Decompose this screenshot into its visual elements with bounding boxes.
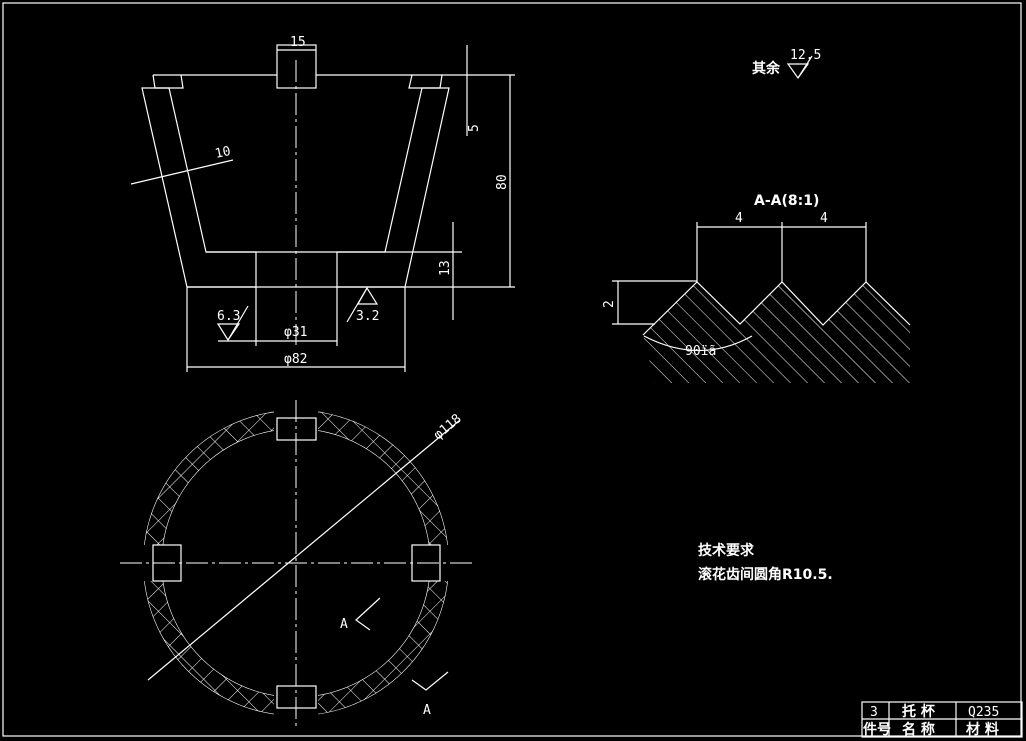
section-title: A-A(8:1): [754, 193, 819, 209]
dim-hole: φ31: [284, 325, 307, 340]
part-number: 3: [870, 705, 878, 720]
part-material: Q235: [968, 705, 999, 720]
header-number: 件号: [863, 721, 891, 738]
roughness-right: 3.2: [356, 309, 379, 324]
dim-height: 80: [495, 174, 510, 190]
dim-pitch-1: 4: [735, 211, 743, 226]
part-name: 托 杯: [902, 703, 936, 720]
section-mark-bottom: A: [423, 703, 431, 718]
front-section-view: [130, 44, 515, 372]
tech-requirements-title: 技术要求: [698, 542, 755, 559]
roughness-note-value: 12.5: [790, 48, 821, 63]
roughness-left: 6.3: [217, 309, 240, 324]
dim-angle: 90ïã: [685, 344, 716, 359]
roughness-note-label: 其余: [752, 60, 781, 77]
header-material: 材 料: [966, 721, 999, 738]
dim-depth: 2: [602, 300, 617, 308]
section-aa-view: [612, 222, 911, 383]
dim-bottom: 13: [438, 260, 453, 276]
dim-pitch-2: 4: [820, 211, 828, 226]
section-mark-top: A: [340, 617, 348, 632]
dim-diameter: φ118: [431, 411, 465, 443]
drawing-labels: 15 10 5 80 13 φ31 φ82 6.3 3.2 其余 12.5 φ1…: [214, 35, 1000, 738]
dim-base: φ82: [284, 352, 307, 367]
roughness-symbol-left: [216, 323, 241, 342]
header-name: 名 称: [902, 721, 935, 738]
dim-slot-width: 15: [290, 35, 306, 50]
tech-requirements-line: 滚花齿间圆角R10.5.: [698, 566, 833, 583]
dim-flange: 5: [467, 124, 482, 132]
dim-wall: 10: [214, 144, 232, 162]
roughness-symbol-right: [356, 286, 379, 305]
